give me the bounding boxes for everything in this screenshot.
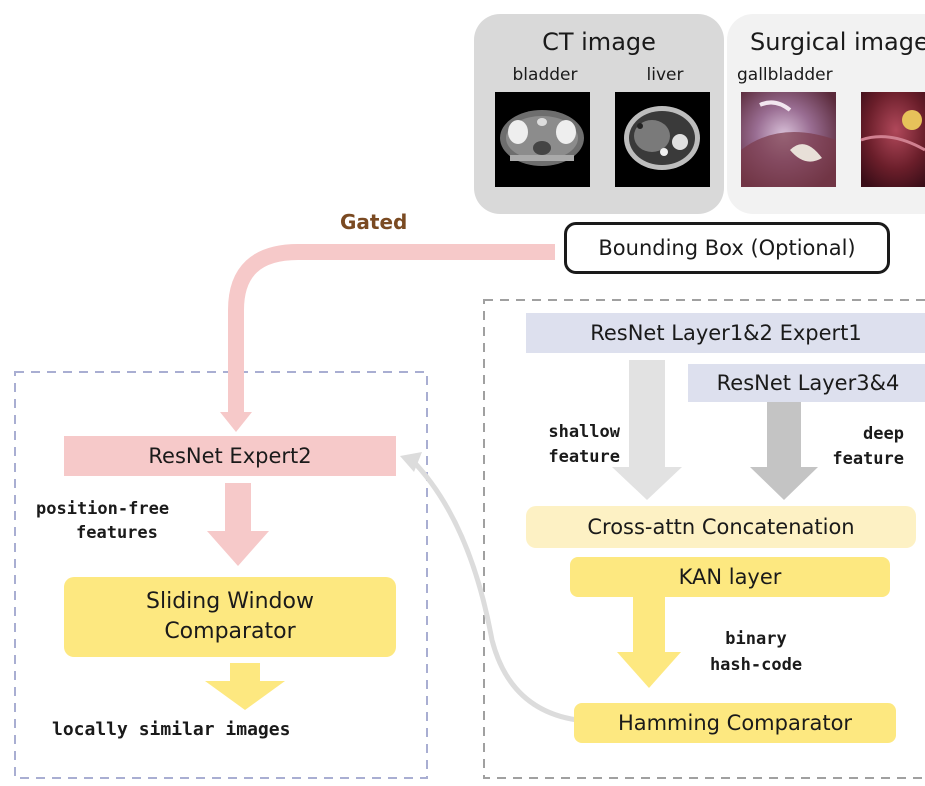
deep-arrow-head: [750, 467, 818, 500]
locally-similar-images-output: locally similar images: [52, 719, 291, 740]
hash-arrow-shaft: [633, 597, 665, 655]
shallow-line1: shallow: [548, 422, 620, 442]
gated-arrow-head: [220, 412, 252, 432]
sliding-window-comparator-node: Sliding Window Comparator: [64, 577, 396, 657]
resnet-layer12-expert1-node: ResNet Layer1&2 Expert1: [526, 313, 925, 353]
cross-attn-concatenation-node: Cross-attn Concatenation: [526, 506, 916, 548]
shallow-arrow-head: [612, 467, 682, 500]
surgical-second-thumbnail: [860, 92, 925, 187]
ct-label-bladder: bladder: [512, 65, 578, 85]
position-free-line1: position-free: [36, 499, 170, 519]
binary-hash-code-label: binary hash-code: [686, 626, 826, 678]
deep-arrow-shaft: [767, 400, 801, 470]
surgical-label-gallbladder: gallbladder: [737, 65, 833, 85]
gated-label: Gated: [340, 210, 408, 234]
ct-liver-thumbnail: [615, 92, 710, 187]
resnet-layer34-node: ResNet Layer3&4: [688, 364, 925, 402]
shallow-feature-label: shallow feature: [524, 420, 620, 470]
hash-arrow-head: [617, 652, 681, 688]
gated-flow-line: [228, 244, 555, 415]
ct-bladder-thumbnail: [495, 92, 590, 187]
kan-layer-node: KAN layer: [570, 557, 890, 597]
position-free-arrow-head: [207, 531, 269, 566]
output-arrow-shaft: [230, 663, 260, 683]
shallow-arrow-shaft: [629, 360, 665, 470]
deep-line1: deep: [863, 424, 904, 444]
surgical-gallbladder-thumbnail: [741, 92, 836, 187]
deep-line2: feature: [832, 449, 904, 469]
resnet-expert2-node: ResNet Expert2: [64, 436, 396, 476]
shallow-line2: feature: [548, 447, 620, 467]
position-free-line2: features: [76, 523, 158, 543]
hash-line2: hash-code: [709, 655, 803, 675]
feedback-arrow-head: [400, 452, 422, 472]
position-free-arrow-shaft: [225, 483, 251, 533]
output-arrow-head: [205, 681, 285, 710]
feedback-curve: [410, 458, 578, 723]
bounding-box-node: Bounding Box (Optional): [564, 222, 890, 274]
ct-panel-title: CT image: [542, 28, 656, 56]
hamming-comparator-node: Hamming Comparator: [574, 703, 896, 743]
surgical-panel-title: Surgical image: [750, 28, 925, 56]
ct-label-liver: liver: [646, 65, 684, 85]
sliding-window-line1: Sliding Window: [146, 589, 314, 614]
position-free-features-label: position-free features: [36, 497, 169, 545]
hash-line1: binary: [725, 629, 787, 649]
deep-feature-label: deep feature: [808, 422, 904, 472]
sliding-window-line2: Comparator: [164, 619, 296, 644]
left-branch-container: [14, 371, 428, 779]
right-branch-container: [483, 299, 925, 779]
